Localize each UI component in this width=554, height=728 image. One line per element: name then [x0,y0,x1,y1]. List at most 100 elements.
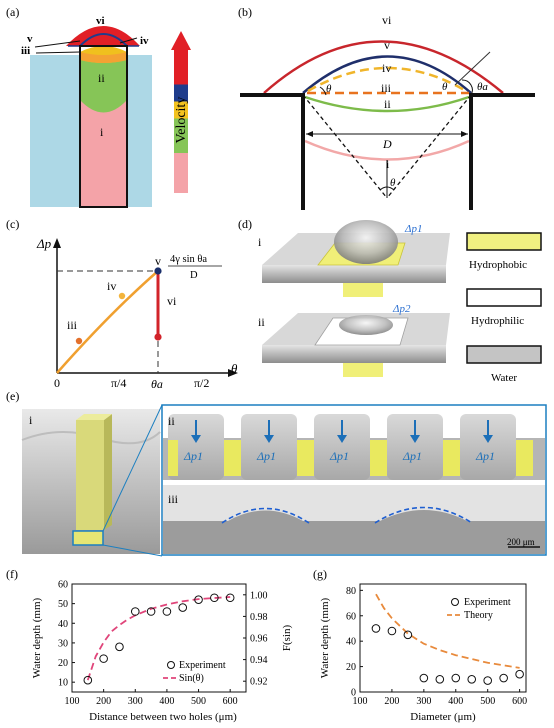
e-scale-label: 200 μm [507,537,535,547]
f-legend-sin: Sin(θ) [179,673,204,684]
c-point-v [154,267,162,275]
label-theta-right: θ [442,81,448,93]
c-label-v: v [155,254,161,268]
label-theta-left: θ [326,83,332,95]
e-meniscus-1 [221,507,310,524]
e-hydrophobic-gap [297,440,314,476]
y-tick-label: 20 [58,658,68,669]
e-column-front [76,420,104,530]
x-tick-label: 200 [384,696,399,707]
e-cell [314,414,370,480]
d-droplet-i [334,220,398,264]
e-pressure-1: Δp1 [183,449,203,463]
e-micrograph-upper [163,485,545,521]
d-legend: Hydrophobic Hydrophilic Water [466,232,542,384]
panel-c: (c) Δp θ iii iv v vi 4γ sin θa D 0 π/4 θ… [6,217,238,391]
panel-label-e: (e) [6,389,19,403]
c-point-vi [154,333,162,341]
c-point-iii [75,337,83,345]
data-point [387,626,397,636]
e-hydrophobic-gap [370,440,387,476]
e-arrowhead [410,435,420,443]
y-tick-label: 0 [351,688,356,699]
y2-tick-label: 0.94 [250,655,268,666]
d-droplet-ii [339,315,393,335]
diameter-arrow-left [306,131,313,137]
c-formula-numerator: 4γ sin θa [170,254,207,265]
e-pressure-4: Δp1 [402,449,422,463]
c-label-iii: iii [67,318,78,332]
c-tick-pi2: π/2 [194,376,209,390]
data-point [115,642,124,652]
data-point [210,593,219,603]
y-tick-label: 30 [58,638,68,649]
panel-label-f: (f) [6,567,18,581]
x-tick-label: 400 [159,696,174,707]
e-arrowhead [191,435,201,443]
c-curve [56,270,159,374]
curve-ii [304,95,470,113]
label-b-iv: iv [382,61,391,75]
cone-left [302,94,388,199]
c-tick-pi4: π/4 [111,376,126,390]
cone-right [386,94,472,199]
data-point [451,673,461,683]
y-tick-label: 40 [346,637,356,648]
label-theta-bottom: θ [390,177,396,189]
panel-a: (a) vi v iii iv ii i Velocity [6,5,191,208]
x-tick-label: 300 [128,696,143,707]
tangent-line [454,51,491,86]
e-hydrophobic-gap [443,440,460,476]
y2-tick-label: 0.96 [250,634,268,645]
angle-arc-right [461,79,473,96]
f-y2label: F(sin) [281,625,293,652]
panel-e: (e) i [6,389,547,557]
g-legend-exp: Experiment [464,597,511,608]
e-sub-label-ii: ii [168,414,175,428]
velocity-bar [174,50,188,193]
e-zoom-line-bottom [102,544,163,557]
label-b-v: v [384,38,390,52]
y2-tick-label: 0.98 [250,612,268,623]
data-point [99,654,108,663]
e-sub-label-iii: iii [168,492,179,506]
label-iv: iv [140,35,149,47]
e-arrows [191,420,493,443]
f-legend: Experiment Sin(θ) [163,660,226,684]
label-b-iii: iii [381,81,392,95]
legend-label-hydrophobic: Hydrophobic [469,259,527,271]
panel-label-c: (c) [6,217,19,231]
x-tick-label: 400 [448,696,463,707]
legend-label-hydrophilic: Hydrophilic [471,315,524,327]
d-device-ii: ii Δp2 [258,303,450,377]
x-tick-label: 600 [223,696,238,707]
legend-swatch-water [466,345,542,364]
region-iii [80,52,127,63]
c-label-iv: iv [107,279,116,293]
legend-swatch-hydrophilic [466,288,542,307]
panel-label-d: (d) [238,217,252,231]
data-point [178,603,188,612]
y-tick-label: 60 [58,580,68,591]
e-hydrophobic-gap [516,440,533,476]
f-legend-exp: Experiment [179,660,226,671]
label-b-i: i [386,157,390,171]
leader-iii [35,51,81,54]
velocity-label: Velocity [174,97,189,144]
data-point [130,607,140,616]
label-vi: vi [96,15,105,27]
diameter-arrow-right [461,131,468,137]
region-i [80,100,127,207]
y-tick-label: 50 [58,599,68,610]
e-hydrophobic-gap [224,440,241,476]
e-cell [168,414,224,480]
c-y-arrow [53,238,61,248]
e-arrowhead [337,435,347,443]
label-b-ii: ii [384,97,391,111]
d-slab-front-ii [262,345,446,363]
label-v: v [27,33,33,45]
curve-v [302,55,472,94]
e-arrowhead [264,435,274,443]
y2-tick-label: 1.00 [250,590,268,601]
